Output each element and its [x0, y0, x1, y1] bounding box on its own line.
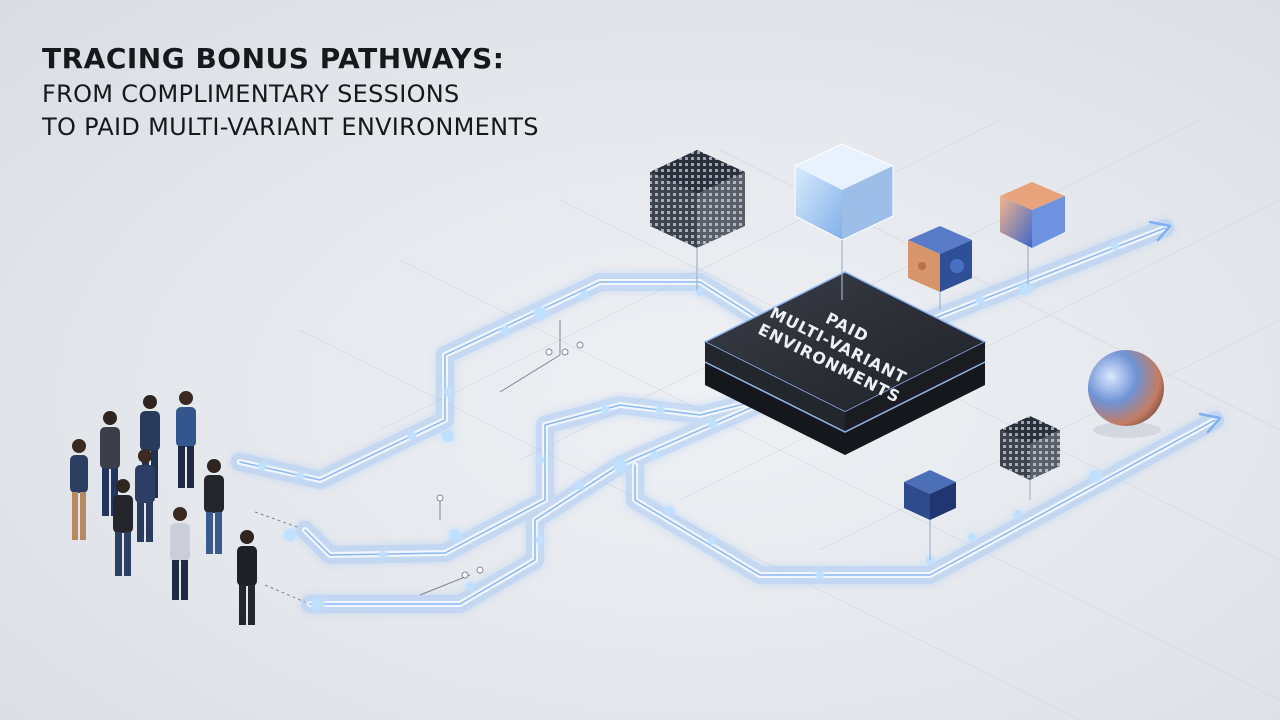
glass-cube-icon — [794, 143, 894, 241]
people-group — [70, 391, 257, 625]
hub-platform: PAID MULTI-VARIANT ENVIRONMENTS — [703, 271, 987, 455]
connector-markers — [254, 320, 584, 603]
person-icon — [70, 439, 88, 540]
path-nodes — [258, 242, 1119, 610]
person-icon — [100, 411, 120, 516]
title-block: TRACING BONUS PATHWAYS: FROM COMPLIMENTA… — [42, 40, 539, 144]
small-grid-cube-icon — [1000, 416, 1060, 480]
sphere-icon — [1088, 350, 1164, 438]
title-subline-2: TO PAID MULTI-VARIANT ENVIRONMENTS — [42, 113, 539, 141]
person-icon — [176, 391, 196, 488]
person-icon — [135, 449, 155, 542]
person-icon — [237, 530, 257, 625]
person-icon — [113, 479, 133, 576]
title-heading: TRACING BONUS PATHWAYS: — [42, 42, 505, 75]
person-icon — [204, 459, 224, 554]
person-icon — [170, 507, 190, 600]
copper-cube-icon — [1000, 182, 1065, 248]
title-subline-1: FROM COMPLIMENTARY SESSIONS — [42, 80, 460, 108]
dark-grid-cube-icon — [650, 150, 745, 248]
blue-socket-cube-icon — [908, 226, 972, 292]
small-blue-cube-icon — [904, 470, 956, 520]
cube-tethers — [696, 240, 1031, 560]
pathway-lines — [231, 219, 1224, 613]
